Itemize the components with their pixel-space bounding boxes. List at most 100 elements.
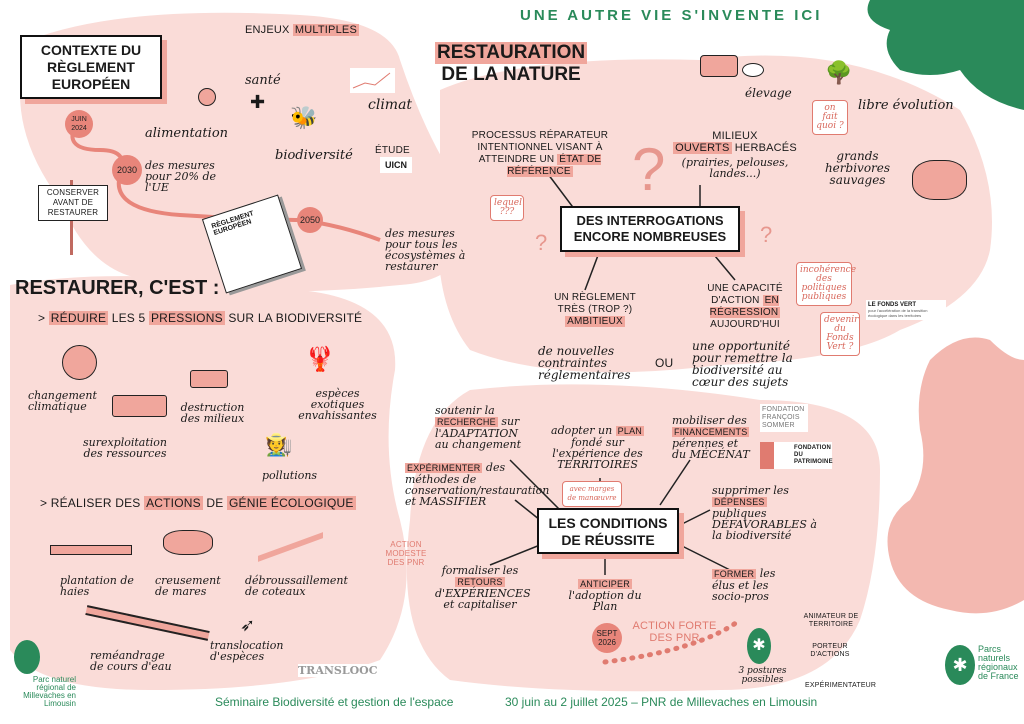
trees-icon: 🌳 xyxy=(825,60,853,85)
logo-pnr-france-text: Parcs naturels régionaux de France xyxy=(978,644,1019,681)
bee-icon: 🐝 xyxy=(290,105,318,130)
enjeu-biodiversite: biodiversité xyxy=(275,148,353,163)
logo-millevaches: Parc naturel régional de Millevaches en … xyxy=(14,640,76,708)
action-forte-label: ACTION FORTE DES PNR xyxy=(632,620,717,644)
restaurer-title: RESTAURER, C'EST : xyxy=(15,277,220,299)
globe-thermometer-icon xyxy=(62,345,97,380)
condition-depenses: supprimer les DÉPENSES publiques DÉFAVOR… xyxy=(712,484,817,542)
footer-seminar: Séminaire Biodiversité et gestion de l'e… xyxy=(215,695,454,709)
action-remeandrage: reméandrage de cours d'eau xyxy=(90,649,172,673)
question-mark-icon: ? xyxy=(535,230,548,255)
logo-millevaches-text: Parc naturel régional de Millevaches en … xyxy=(23,675,76,708)
enjeu-sante: santé xyxy=(245,73,281,88)
fonds-vert-bubble: devenir du Fonds Vert ? xyxy=(820,312,860,356)
action-mares: creusement de mares xyxy=(155,574,221,598)
fondation-sommer-logo: FONDATION FRANÇOIS SOMMER xyxy=(760,404,808,432)
enjeu-alimentation: alimentation xyxy=(145,126,229,141)
option-libre-evolution: libre évolution xyxy=(858,98,954,113)
pression-pollutions: pollutions xyxy=(262,469,318,482)
option-grands-herbivores: grands herbivores sauvages xyxy=(824,149,891,187)
pression-changement: changement climatique xyxy=(28,389,97,413)
reduire-line: > RÉDUIRE LES 5 PRESSIONS SUR LA BIODIVE… xyxy=(38,311,363,325)
timeline-text-2050: des mesures pour tous les écosystèmes à … xyxy=(385,227,466,273)
condition-financements: mobiliser des FINANCEMENTS pérennes et d… xyxy=(672,414,750,461)
fonds-vert-logo: LE FONDS VERT pour l'accélération de la … xyxy=(866,300,946,320)
conditions-title-box: LES CONDITIONS DE RÉUSSITE xyxy=(537,508,679,554)
logo-pnr-france: ✱ Parcs naturels régionaux de France xyxy=(945,645,1020,685)
pond-icon xyxy=(163,530,213,555)
reglement-ambitieux: UN RÈGLEMENT TRÈS (TROP ?) AMBITIEUX xyxy=(554,292,636,327)
timeline-date-2030: 2030 xyxy=(112,155,142,185)
sheep-icon xyxy=(742,63,764,77)
blob-restaurer xyxy=(10,276,407,690)
green-star xyxy=(867,0,1024,110)
timeline-text-2030: des mesures pour 20% de l'UE xyxy=(145,159,217,194)
europe-map xyxy=(887,337,1024,614)
timeline-date-juin-2024: JUIN 2024 xyxy=(65,110,93,138)
pnr-logo-icon: ✱ xyxy=(747,628,771,664)
action-modeste-label: ACTION MODESTE DES PNR xyxy=(385,540,427,567)
condition-retours: formaliser les RETOURS d'EXPÉRIENCES et … xyxy=(435,564,531,611)
realiser-line: > RÉALISER DES ACTIONS DE GÉNIE ÉCOLOGIQ… xyxy=(40,496,356,510)
on-fait-quoi-bubble: on fait quoi ? xyxy=(812,100,848,135)
uicn-logo: UICN xyxy=(380,157,412,173)
posture-animateur: ANIMATEUR DE TERRITOIRE xyxy=(803,613,859,628)
condition-former: FORMER les élus et les socio-pros xyxy=(712,567,776,603)
incoherence-bubble: incohérence des politiques publiques xyxy=(796,262,856,306)
fonds-vert-logo-title: LE FONDS VERT xyxy=(868,302,917,308)
contraintes-text: de nouvelles contraintes réglementaires xyxy=(538,344,631,382)
pression-especes: espèces exotiques envahissantes xyxy=(298,387,377,422)
timeline-date-2050: 2050 xyxy=(297,207,323,233)
sign-conserver: CONSERVER AVANT DE RESTAURER xyxy=(38,185,108,221)
climate-chart-icon xyxy=(350,68,395,93)
footer-dates: 30 juin au 2 juillet 2025 – PNR de Mille… xyxy=(505,695,818,709)
cow-icon xyxy=(700,55,738,77)
millevaches-emblem-icon xyxy=(14,640,40,674)
translooc-logo: TRANSLOOC xyxy=(298,664,378,677)
capacite-action: UNE CAPACITÉ D'ACTION EN RÉGRESSION AUJO… xyxy=(707,283,783,330)
action-plantation: plantation de haies xyxy=(60,574,134,598)
tagline: UNE AUTRE VIE S'INVENTE ICI xyxy=(520,7,823,24)
question-mark-icon: ? xyxy=(760,222,773,247)
opportunite-text: une opportunité pour remettre la biodive… xyxy=(692,339,793,389)
bulldozer-icon xyxy=(190,370,228,388)
fishing-boat-icon xyxy=(112,395,167,417)
main-title-line2: DE LA NATURE xyxy=(441,64,581,85)
crayfish-icon: 🦞 xyxy=(305,346,335,373)
lequel-bubble: lequel ??? xyxy=(490,195,524,221)
sprayer-person-icon: 🧑‍🌾 xyxy=(265,432,293,457)
condition-recherche: soutenir la RECHERCHE sur l'ADAPTATION a… xyxy=(435,404,522,451)
processus-text: PROCESSUS RÉPARATEUR INTENTIONNEL VISANT… xyxy=(471,130,609,177)
posture-experimentateur: EXPÉRIMENTATEUR xyxy=(805,682,877,689)
dragonfly-icon: ➶ xyxy=(240,615,256,635)
apple-icon xyxy=(198,88,216,106)
enjeux-label: ENJEUX MULTIPLES xyxy=(245,24,359,36)
question-mark-icon: ? xyxy=(632,136,666,203)
main-title-line1: RESTAURATION xyxy=(435,42,588,64)
bison-icon xyxy=(912,160,967,200)
fonds-vert-logo-sub: pour l'accélération de la transition éco… xyxy=(868,308,928,318)
contexte-title-box: CONTEXTE DU RÈGLEMENT EUROPÉEN xyxy=(20,35,162,99)
milieux-examples: (prairies, pelouses, landes...) xyxy=(681,156,789,180)
etude-label: ÉTUDE xyxy=(375,145,410,156)
condition-experimenter: EXPÉRIMENTER des méthodes de conservatio… xyxy=(405,461,550,508)
interrogations-title-box: DES INTERROGATIONS ENCORE NOMBREUSES xyxy=(560,206,740,252)
postures-label: 3 postures possibles xyxy=(738,666,787,685)
connector-lines xyxy=(489,169,736,575)
fondation-patrimoine-logo: FONDATION DU PATRIMOINE xyxy=(760,442,833,469)
dotted-arc xyxy=(602,617,743,665)
condition-plan: adopter un PLAN fondé sur l'expérience d… xyxy=(551,424,644,471)
book-label: RÈGLEMENT EUROPÉEN xyxy=(210,210,255,238)
action-translocation: translocation d'espèces xyxy=(210,639,284,663)
hedge-planting-icon xyxy=(50,545,132,555)
main-title: RESTAURATION DE LA NATURE xyxy=(435,42,588,86)
ou-text: OU xyxy=(655,356,674,370)
option-elevage: élevage xyxy=(745,86,792,100)
marges-bubble: avec marges de manœuvre xyxy=(562,481,622,507)
pnr-france-emblem-icon: ✱ xyxy=(945,645,975,685)
enjeu-climat: climat xyxy=(368,97,413,113)
pression-destruction: destruction des milieux xyxy=(180,401,245,425)
condition-anticiper: ANTICIPER l'adoption du Plan xyxy=(568,579,642,613)
sept-2026-date: SEPT 2026 xyxy=(592,623,622,653)
